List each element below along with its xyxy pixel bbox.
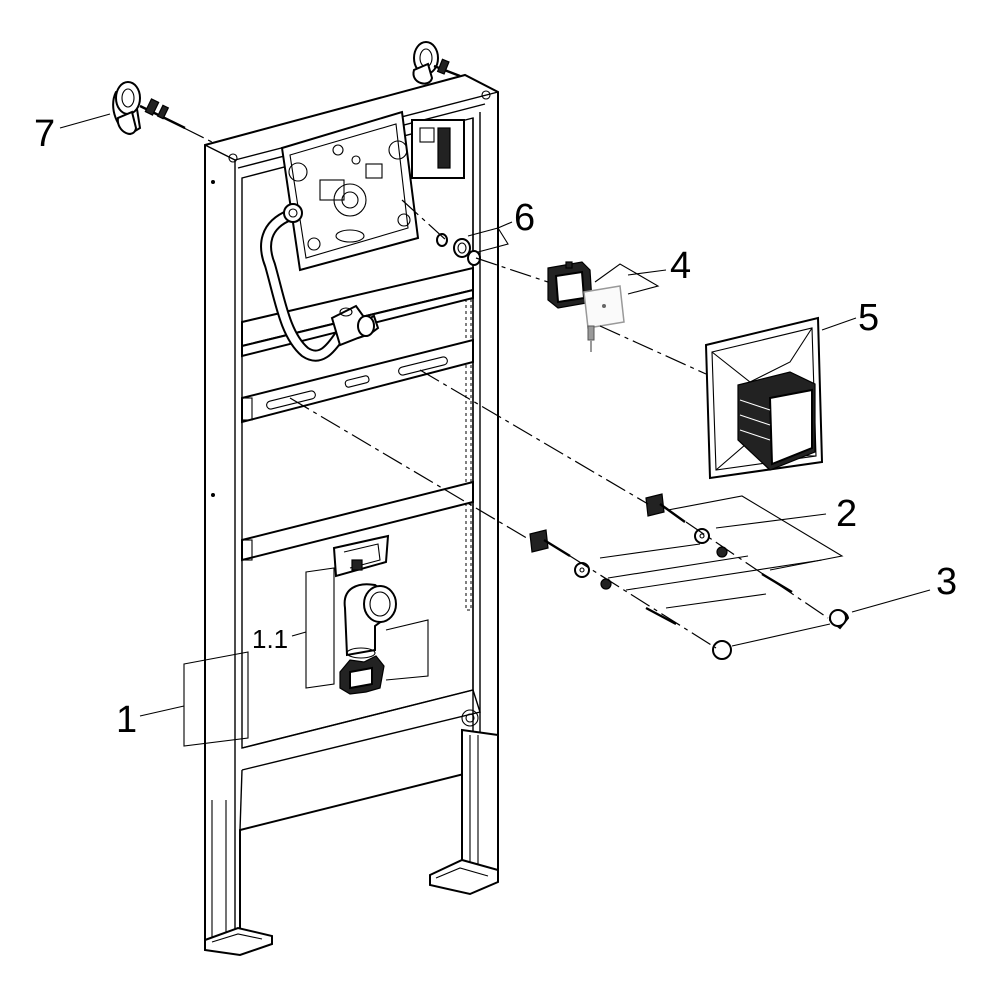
callout-1-1: 1.1 [252, 624, 288, 654]
callout-5: 5 [858, 297, 879, 339]
fixing-set-lower [529, 529, 732, 660]
wall-anchor-left [112, 81, 186, 136]
wall-anchor-right [412, 41, 461, 85]
lower-cross-bar [241, 480, 474, 562]
callout-6: 6 [514, 197, 535, 239]
flush-plate-cover [704, 316, 824, 480]
callout-7: 7 [34, 113, 55, 155]
callout-4: 4 [670, 245, 691, 287]
drain-elbow [332, 534, 397, 695]
leader-lines [59, 113, 931, 747]
callout-3: 3 [936, 561, 957, 603]
callout-1: 1 [116, 699, 137, 741]
bracket-rail [241, 338, 474, 424]
callout-2: 2 [836, 493, 857, 535]
callout-labels: 7 6 4 5 2 3 1.1 1 [34, 113, 957, 741]
flush-valve-box [280, 110, 465, 272]
supply-hose [260, 203, 380, 362]
control-module [547, 261, 625, 352]
seal-rings [436, 233, 481, 266]
